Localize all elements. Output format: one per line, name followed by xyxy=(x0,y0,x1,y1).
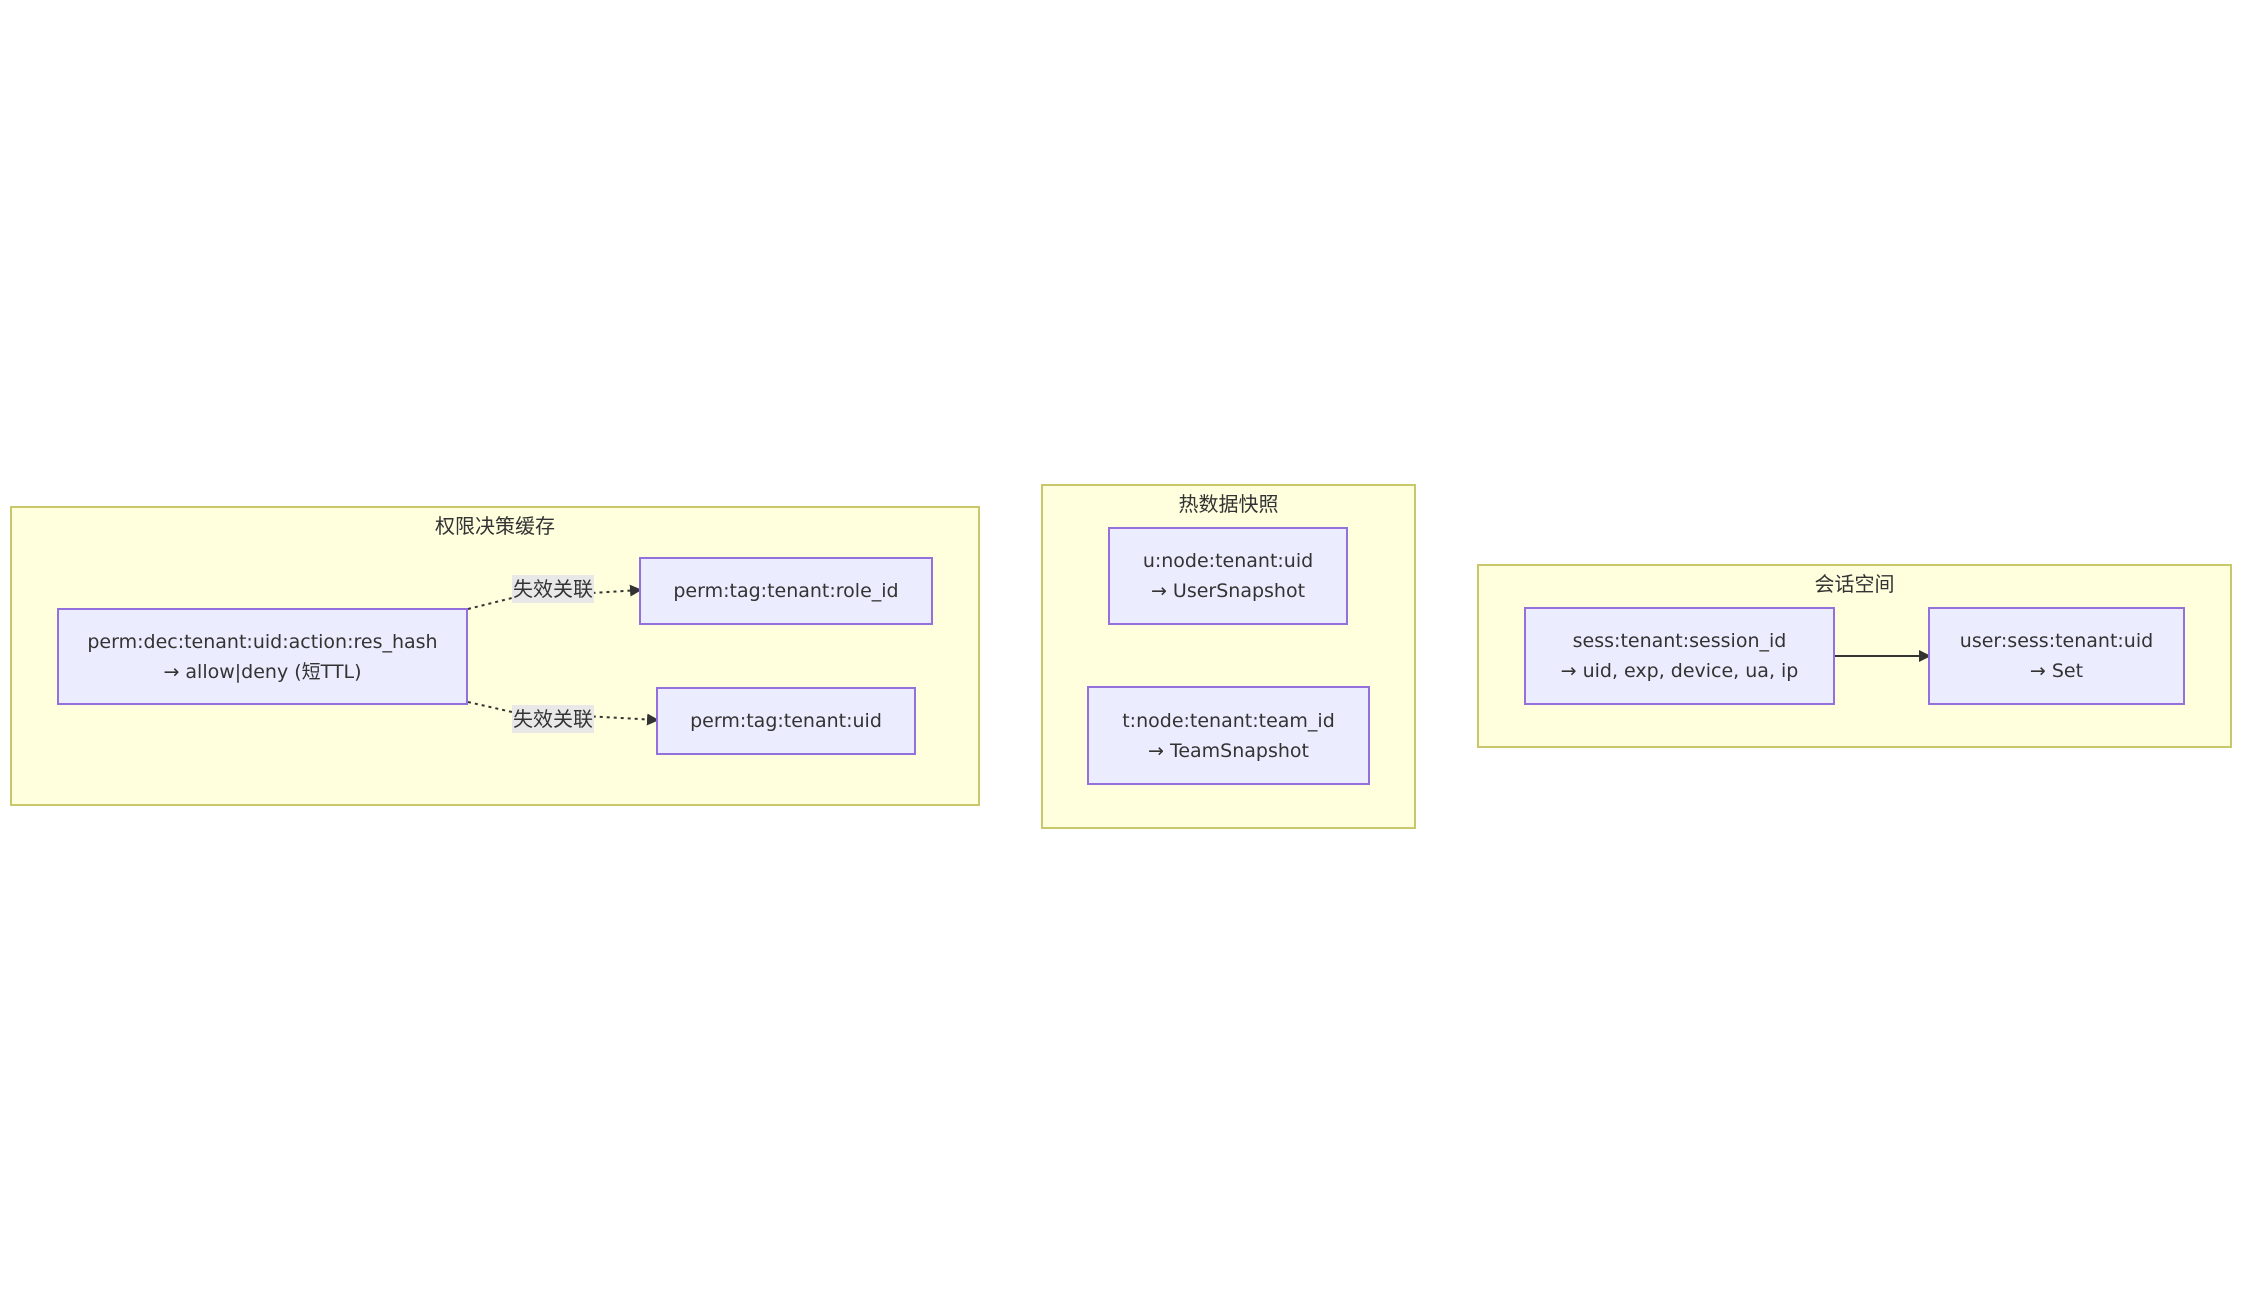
edge-dec-to-role-tag xyxy=(467,584,642,610)
node-line: → allow|deny (短TTL) xyxy=(163,660,362,683)
edge-label-invalidation: 失效关联 xyxy=(512,705,594,733)
node-line: user:sess:tenant:uid xyxy=(1959,630,2154,652)
node-perm-tag-role[interactable]: perm:tag:tenant:role_id xyxy=(639,557,933,625)
node-line: perm:dec:tenant:uid:action:res_hash xyxy=(87,630,438,653)
node-line: perm:tag:tenant:uid xyxy=(690,710,882,732)
node-user-sessions[interactable]: user:sess:tenant:uid → Set xyxy=(1928,607,2185,705)
node-line: → TeamSnapshot xyxy=(1148,739,1309,762)
cluster-title: 权限决策缓存 xyxy=(435,514,555,538)
node-line: perm:tag:tenant:role_id xyxy=(673,580,899,602)
node-perm-decision[interactable]: perm:dec:tenant:uid:action:res_hash → al… xyxy=(57,608,468,705)
node-line: → uid, exp, device, ua, ip xyxy=(1560,660,1799,682)
node-session[interactable]: sess:tenant:session_id → uid, exp, devic… xyxy=(1524,607,1835,705)
cluster-title: 热数据快照 xyxy=(1178,492,1279,516)
node-line: → Set xyxy=(2029,660,2084,682)
cluster-title: 会话空间 xyxy=(1814,572,1895,596)
node-line: u:node:tenant:uid xyxy=(1142,550,1314,572)
node-perm-tag-uid[interactable]: perm:tag:tenant:uid xyxy=(656,687,916,755)
node-line: t:node:tenant:team_id xyxy=(1122,709,1335,732)
edge-label-invalidation: 失效关联 xyxy=(512,575,594,603)
node-line: sess:tenant:session_id xyxy=(1572,630,1787,652)
node-user-snapshot[interactable]: u:node:tenant:uid → UserSnapshot xyxy=(1108,527,1348,625)
edge-dec-to-uid-tag xyxy=(467,701,659,726)
node-line: → UserSnapshot xyxy=(1150,580,1306,602)
node-team-snapshot[interactable]: t:node:tenant:team_id → TeamSnapshot xyxy=(1087,686,1370,785)
